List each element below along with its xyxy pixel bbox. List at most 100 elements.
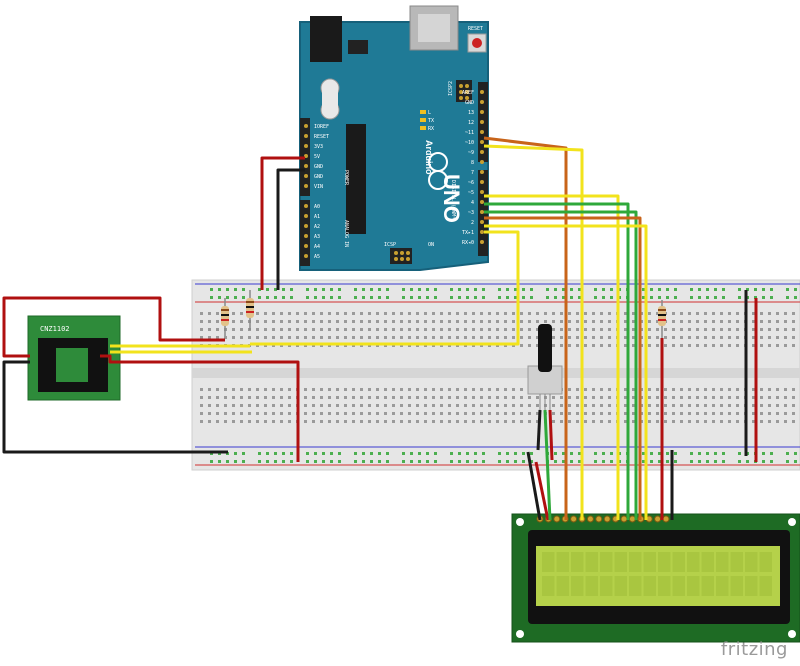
breadboard-hole [344,396,347,399]
breadboard-hole [664,336,667,339]
breadboard-hole [552,328,555,331]
pin-label: ~11 [465,130,474,136]
breadboard-hole [592,312,595,315]
breadboard-hole [792,404,795,407]
breadboard-hole [784,328,787,331]
breadboard-hole [720,312,723,315]
rail-hole [690,296,693,299]
rail-hole [386,460,389,463]
breadboard-hole [736,388,739,391]
breadboard-hole [368,312,371,315]
breadboard-hole [784,396,787,399]
digital-label: DIGITAL (PWM~) [450,180,456,222]
lcd-char-cell [614,576,627,596]
rail-hole [746,460,749,463]
breadboard-hole [272,404,275,407]
breadboard-hole [720,396,723,399]
breadboard-hole [648,336,651,339]
breadboard-hole [768,396,771,399]
rail-hole [698,452,701,455]
breadboard-hole [232,396,235,399]
breadboard-hole [264,412,267,415]
breadboard-hole [584,420,587,423]
breadboard-hole [656,388,659,391]
rail-hole [722,452,725,455]
breadboard-hole [272,388,275,391]
potentiometer[interactable] [527,324,563,410]
breadboard-hole [320,420,323,423]
rail-hole [770,296,773,299]
breadboard-hole [264,404,267,407]
rail-hole [666,288,669,291]
breadboard-hole [296,336,299,339]
rail-hole [274,288,277,291]
breadboard-hole [424,420,427,423]
rail-hole [330,288,333,291]
breadboard-hole [208,396,211,399]
breadboard-hole [352,420,355,423]
rail-hole [370,452,373,455]
breadboard-hole [464,412,467,415]
rail-hole [690,460,693,463]
breadboard-hole [448,336,451,339]
pin-label: IOREF [314,124,329,130]
breadboard-hole [256,336,259,339]
breadboard-hole [352,320,355,323]
breadboard-hole [792,312,795,315]
breadboard-hole [584,328,587,331]
breadboard-hole [568,328,571,331]
breadboard-hole [448,312,451,315]
rail-hole [722,460,725,463]
rail-hole [522,296,525,299]
breadboard-hole [552,420,555,423]
breadboard-hole [376,320,379,323]
breadboard-hole [592,388,595,391]
breadboard-hole [472,388,475,391]
breadboard-hole [568,420,571,423]
breadboard-hole [488,312,491,315]
breadboard-hole [416,328,419,331]
breadboard-hole [728,404,731,407]
rail-hole [426,452,429,455]
breadboard-hole [632,404,635,407]
breadboard-hole [376,312,379,315]
lcd-pin [662,515,670,523]
breadboard-hole [336,336,339,339]
breadboard-hole [528,328,531,331]
rail-hole [690,452,693,455]
rail-hole [674,296,677,299]
pin-label: 7 [471,170,474,176]
breadboard-hole [552,336,555,339]
breadboard-hole [368,388,371,391]
breadboard-hole [408,420,411,423]
rail-hole [482,288,485,291]
breadboard-hole [784,336,787,339]
breadboard-hole [240,328,243,331]
rail-hole [402,296,405,299]
rail-hole [474,288,477,291]
pin-label: 2 [471,220,474,226]
rail-hole [642,452,645,455]
header-pin [480,130,484,134]
breadboard-hole [736,396,739,399]
breadboard-hole [536,312,539,315]
breadboard-hole [712,328,715,331]
breadboard-hole [584,344,587,347]
breadboard-hole [432,412,435,415]
breadboard-hole [368,404,371,407]
breadboard-hole [240,404,243,407]
breadboard-hole [752,396,755,399]
breadboard-hole [328,320,331,323]
breadboard-hole [792,320,795,323]
breadboard-hole [496,396,499,399]
breadboard-hole [208,336,211,339]
breadboard-hole [752,312,755,315]
breadboard-hole [480,328,483,331]
breadboard-hole [752,412,755,415]
lcd-char-cell [571,552,584,572]
wires [2,136,758,521]
board-name: UNO [439,174,464,223]
breadboard-hole [416,388,419,391]
rail-hole [378,452,381,455]
breadboard-hole [768,404,771,407]
